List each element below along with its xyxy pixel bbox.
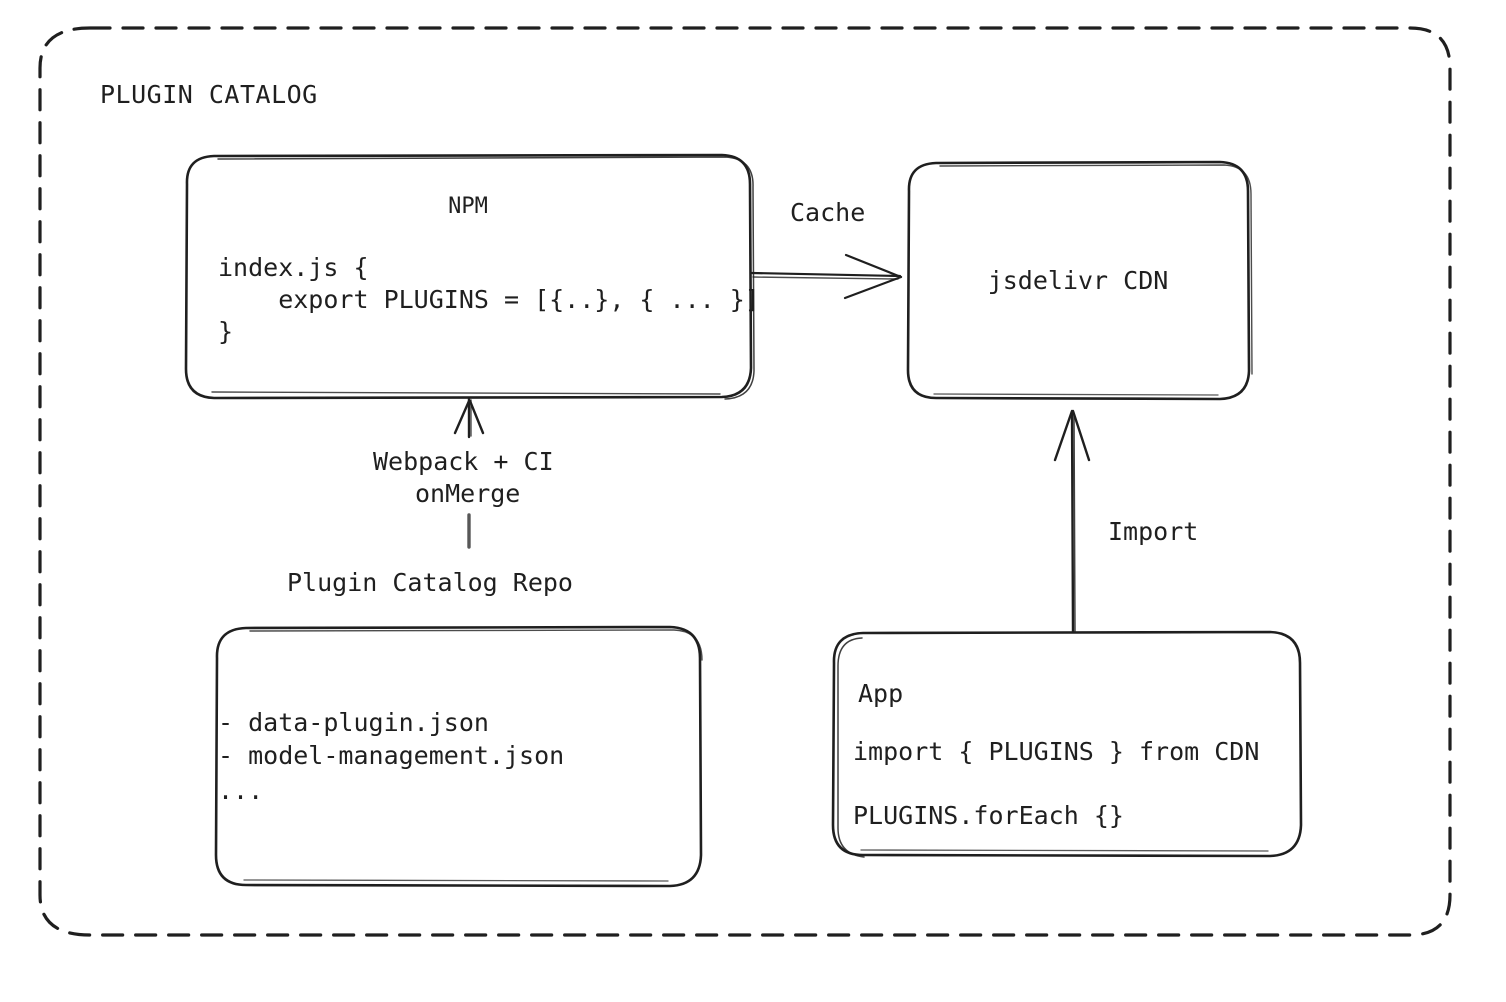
repo-file-item-1: - data-plugin.json xyxy=(218,708,489,737)
npm-code-line-2: export PLUGINS = [{..}, { ... }] xyxy=(218,285,760,314)
arrow-npm-to-cdn xyxy=(750,253,903,300)
edge-label-import: Import xyxy=(1108,517,1199,546)
repo-file-item-2: - model-management.json xyxy=(218,741,565,770)
edge-label-onmerge: onMerge xyxy=(415,479,521,508)
cdn-box-title: jsdelivr CDN xyxy=(987,266,1169,295)
edge-label-cache: Cache xyxy=(790,198,866,227)
arrow-app-to-cdn xyxy=(1053,409,1091,634)
npm-code-line-3: } xyxy=(218,317,234,346)
npm-box-title: NPM xyxy=(448,194,488,219)
edge-label-webpack-ci: Webpack + CI xyxy=(373,447,554,476)
app-code-line-2: PLUGINS.forEach {} xyxy=(853,801,1124,830)
repo-file-item-3: ... xyxy=(218,776,264,805)
app-code-line-1: import { PLUGINS } from CDN xyxy=(853,737,1260,766)
npm-code-line-1: index.js { xyxy=(218,253,369,282)
app-box-title: App xyxy=(858,679,904,708)
page-title: PLUGIN CATALOG xyxy=(100,80,318,109)
repo-box-caption: Plugin Catalog Repo xyxy=(287,568,573,597)
